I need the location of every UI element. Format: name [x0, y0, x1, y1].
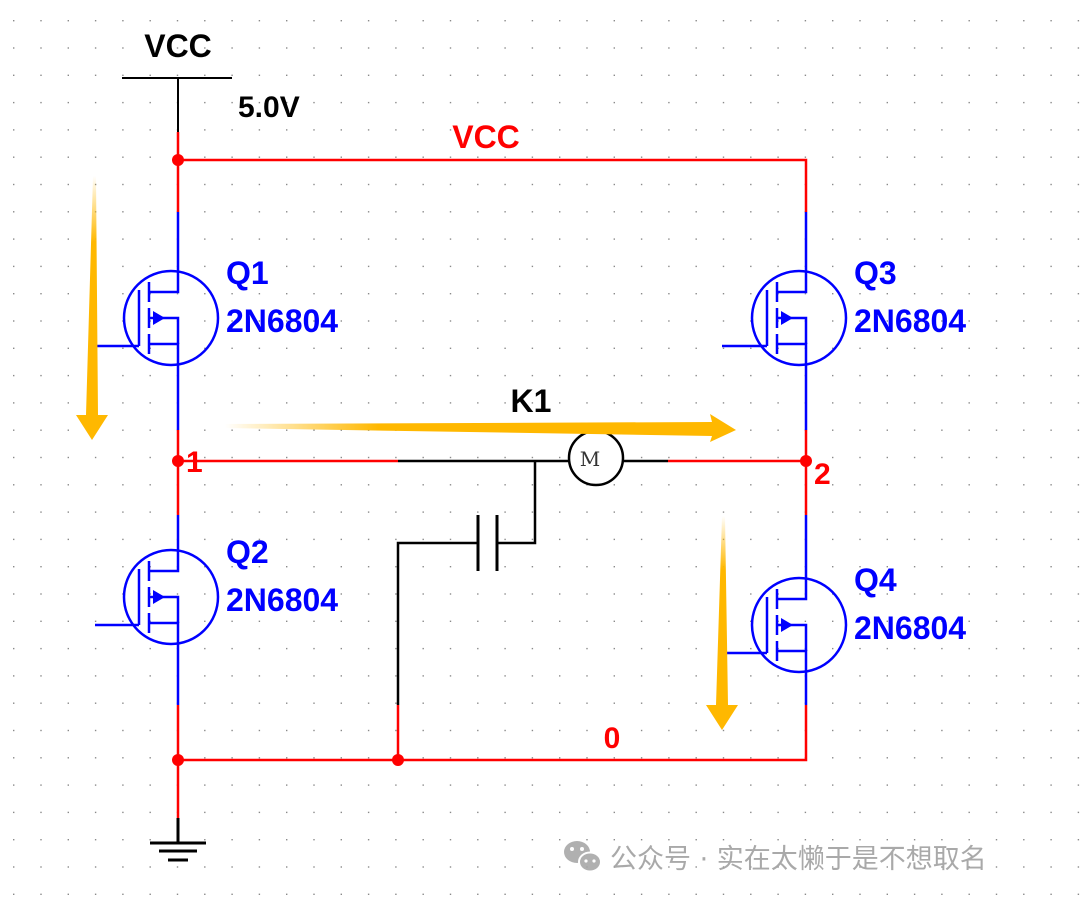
capacitor[interactable] — [476, 515, 499, 571]
junction-node1 — [172, 455, 184, 467]
body-diode-arrow-icon — [781, 618, 793, 632]
wire-vcc-top — [178, 158, 808, 212]
vcc-source-label: VCC — [144, 28, 212, 64]
grid-dots — [13, 20, 1080, 895]
mosfet-ref-label: Q4 — [854, 562, 897, 598]
mosfet-q4[interactable]: Q4 2N6804 — [726, 515, 966, 705]
ground-symbol — [150, 818, 206, 862]
vcc-source[interactable]: VCC 5.0V — [122, 28, 300, 132]
motor-wires — [396, 459, 668, 705]
mosfet-part-label: 2N6804 — [226, 582, 338, 618]
net-label-ground: 0 — [604, 722, 621, 755]
body-diode-arrow-icon — [153, 590, 165, 604]
wechat-icon — [564, 841, 602, 873]
junction-ground-left — [172, 754, 184, 766]
net-label-node2: 2 — [814, 458, 831, 491]
mosfet-q3[interactable]: Q3 2N6804 — [722, 212, 966, 430]
mosfet-ref-label: Q1 — [226, 255, 269, 291]
mosfet-part-label: 2N6804 — [854, 610, 966, 646]
junctions — [172, 154, 812, 766]
motor-ref-label: K1 — [511, 383, 552, 419]
arrow-down-left-icon — [76, 176, 108, 440]
junction-node2 — [800, 455, 812, 467]
vcc-voltage-label: 5.0V — [238, 91, 300, 124]
body-diode-arrow-icon — [153, 311, 165, 325]
net-label-node1: 1 — [186, 446, 203, 479]
junction-vcc — [172, 154, 184, 166]
mosfet-part-label: 2N6804 — [226, 303, 338, 339]
mosfet-ref-label: Q2 — [226, 534, 269, 570]
motor-symbol: M — [580, 447, 600, 471]
mosfet-q1[interactable]: Q1 2N6804 — [95, 212, 338, 430]
mosfet-q2[interactable]: Q2 2N6804 — [95, 515, 338, 705]
body-diode-arrow-icon — [781, 311, 793, 325]
watermark: 公众号 · 实在太懒于是不想取名 — [564, 841, 987, 875]
junction-ground-cap — [392, 754, 404, 766]
net-label-vcc: VCC — [452, 119, 520, 155]
motor-k1[interactable]: M — [567, 429, 625, 487]
watermark-text: 公众号 · 实在太懒于是不想取名 — [610, 844, 987, 875]
mosfet-ref-label: Q3 — [854, 255, 897, 291]
arrow-right-motor-icon — [225, 414, 736, 442]
wire-ground-bottom — [178, 705, 808, 762]
arrow-down-right-icon — [706, 516, 738, 730]
mosfet-part-label: 2N6804 — [854, 303, 966, 339]
current-flow-arrows — [76, 176, 738, 730]
net-wires — [176, 132, 808, 818]
